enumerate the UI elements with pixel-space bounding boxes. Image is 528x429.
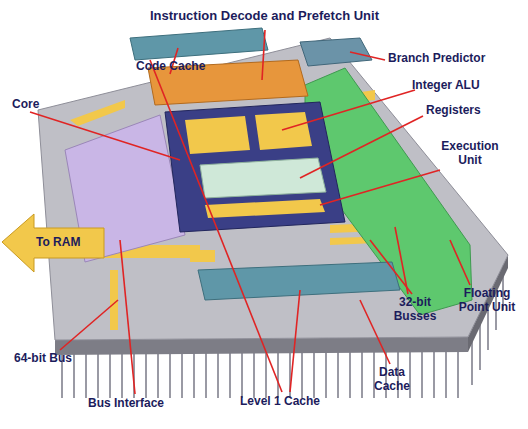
part-label: 32-bit Busses: [392, 296, 438, 324]
part-label: To RAM: [36, 236, 80, 250]
part-label: Integer ALU: [412, 79, 480, 93]
part-label: Data Cache: [372, 366, 412, 394]
part-label: Level 1 Cache: [240, 395, 320, 409]
branch-predictor: [300, 38, 372, 66]
registers: [200, 158, 326, 198]
part-label: Floating Point Unit: [452, 287, 522, 315]
execution-unit: [205, 199, 325, 218]
part-label: Registers: [426, 104, 481, 118]
part-label: Execution Unit: [430, 140, 510, 168]
part-label: Bus Interface: [88, 397, 164, 411]
part-label: Instruction Decode and Prefetch Unit: [150, 9, 379, 24]
part-label: Core: [12, 98, 39, 112]
chip-top: [38, 38, 508, 340]
leader-lines: [30, 30, 470, 394]
part-label: 64-bit Bus: [14, 352, 72, 366]
integer-alu: [255, 112, 312, 150]
part-label: Code Cache: [136, 60, 205, 74]
core-block: [185, 116, 250, 154]
part-label: Branch Predictor: [388, 52, 485, 66]
code-cache: [130, 28, 268, 60]
to-ram-arrow: [2, 214, 104, 272]
